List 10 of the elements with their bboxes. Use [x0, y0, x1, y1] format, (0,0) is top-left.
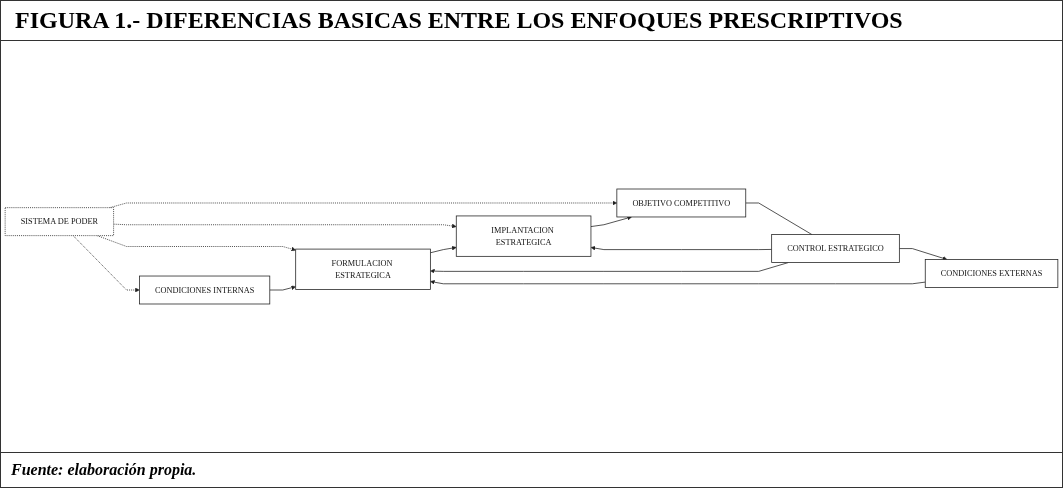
node-box: IMPLANTACION ESTRATEGICA: [455, 215, 592, 257]
node-box: CONTROL ESTRATEGICO: [771, 234, 900, 263]
connector: [745, 202, 813, 235]
node-box: SISTEMA DE PODER: [4, 207, 114, 236]
node-box: FORMULACION ESTRATEGICA: [295, 248, 431, 290]
figure-title: FIGURA 1.- DIFERENCIAS BASICAS ENTRE LOS ENFOQUES PRESCRIPTIVOS: [1, 1, 1062, 41]
node-box: CONDICIONES INTERNAS: [139, 275, 271, 305]
caption: Fuente: elaboración propia.: [10, 460, 198, 481]
node-box: CONDICIONES EXTERNAS: [924, 259, 1059, 288]
node-box: OBJETIVO COMPETITIVO: [616, 188, 747, 218]
